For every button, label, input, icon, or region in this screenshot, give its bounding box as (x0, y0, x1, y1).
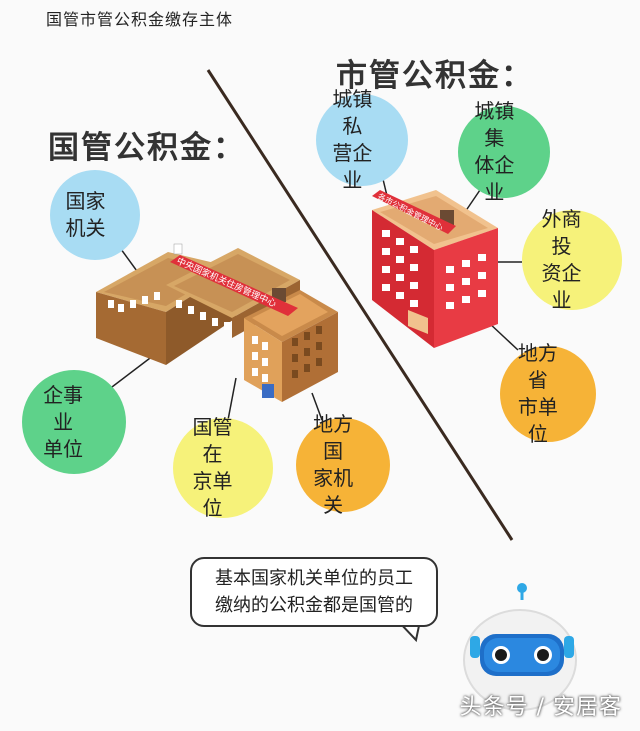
entity-foreign-invested-enterprises: 外商投资企业 (522, 207, 622, 312)
municipal-heading: 市管公积金： (336, 58, 534, 94)
entity-label: 体企业 (474, 153, 515, 204)
entity-label: 外商投 (541, 207, 582, 258)
speech-bubble: 基本国家机关单位的员工 缴纳的公积金都是国管的 (190, 557, 438, 627)
national-heading: 国管公积金： (48, 130, 246, 166)
entity-label: 资企业 (541, 261, 582, 312)
entity-label: 营企业 (332, 141, 373, 192)
connector-line (311, 392, 323, 421)
page-title: 国管市管公积金缴存主体 (46, 10, 234, 29)
entity-label: 企事业 (43, 382, 84, 434)
entity-label: 城镇集 (474, 99, 515, 150)
watermark: 头条号 / 安居客 (459, 695, 622, 720)
entity-label: 机关 (65, 216, 106, 240)
speech-bubble-line: 基本国家机关单位的员工 (215, 568, 413, 589)
entity-urban-private-enterprises: 城镇私营企业 (316, 87, 408, 192)
divider-line (206, 69, 514, 541)
entity-label: 地方省 (517, 341, 558, 392)
entity-national-agencies: 国家机关 (50, 170, 140, 260)
entity-local-provincial-units: 地方省市单位 (500, 341, 596, 446)
connector-line (227, 377, 237, 421)
entity-label: 国家 (65, 189, 106, 213)
municipal-building-illustration (372, 190, 498, 348)
entity-urban-collective-enterprises: 城镇集体企业 (458, 99, 550, 204)
robot-mascot-icon (463, 583, 577, 711)
speech-bubble-line: 缴纳的公积金都是国管的 (215, 595, 413, 616)
entity-label: 城镇私 (332, 87, 373, 138)
national-building-illustration (96, 243, 338, 402)
entity-national-units-in-beijing: 国管在京单位 (173, 415, 273, 520)
entity-local-national-agencies: 地方国家机关 (296, 412, 390, 517)
entity-label: 地方国 (313, 412, 354, 463)
entity-label: 市单位 (517, 395, 558, 446)
entity-label: 京单位 (192, 469, 233, 520)
entity-label: 单位 (43, 436, 84, 461)
connector-line (487, 321, 519, 351)
entity-enterprises-institutions: 企事业单位 (22, 370, 126, 474)
entity-label: 家机关 (313, 466, 354, 517)
entity-label: 国管在 (192, 415, 233, 466)
